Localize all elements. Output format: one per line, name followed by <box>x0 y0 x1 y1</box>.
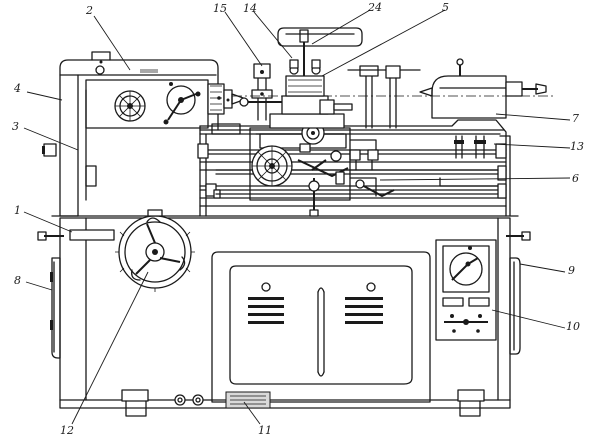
tailstock-quill <box>347 58 547 129</box>
callout-7: 7 <box>572 112 579 125</box>
callout-13: 13 <box>570 140 584 153</box>
callout-2: 2 <box>85 4 93 17</box>
tool-post <box>239 29 353 129</box>
callout-11: 11 <box>258 424 272 437</box>
callout-9: 9 <box>568 264 575 277</box>
callout-6: 6 <box>572 172 579 185</box>
callout-10: 10 <box>566 320 580 333</box>
right-side-door <box>509 257 521 355</box>
callout-15: 15 <box>213 2 227 15</box>
callout-5: 5 <box>442 1 449 14</box>
callout-8: 8 <box>14 274 21 287</box>
control-panel <box>435 239 497 341</box>
electrical-cabinet <box>211 251 431 409</box>
base-switch-knobs <box>174 394 204 406</box>
leader-lines <box>23 9 571 425</box>
callout-12: 12 <box>60 424 74 437</box>
main-handwheel <box>115 209 195 292</box>
callout-14: 14 <box>243 2 257 15</box>
callout-3: 3 <box>12 120 19 133</box>
callout-4: 4 <box>13 82 21 95</box>
callout-24: 24 <box>367 1 382 14</box>
callout-labels: 2 15 14 24 5 4 3 7 13 6 1 9 8 10 12 11 <box>12 1 584 437</box>
spindle-control-lever <box>37 229 531 241</box>
left-side-door <box>50 257 61 359</box>
headstock <box>42 51 219 217</box>
callout-1: 1 <box>14 204 21 217</box>
bed-ways <box>197 119 511 217</box>
tool-holder-handle <box>277 27 363 47</box>
